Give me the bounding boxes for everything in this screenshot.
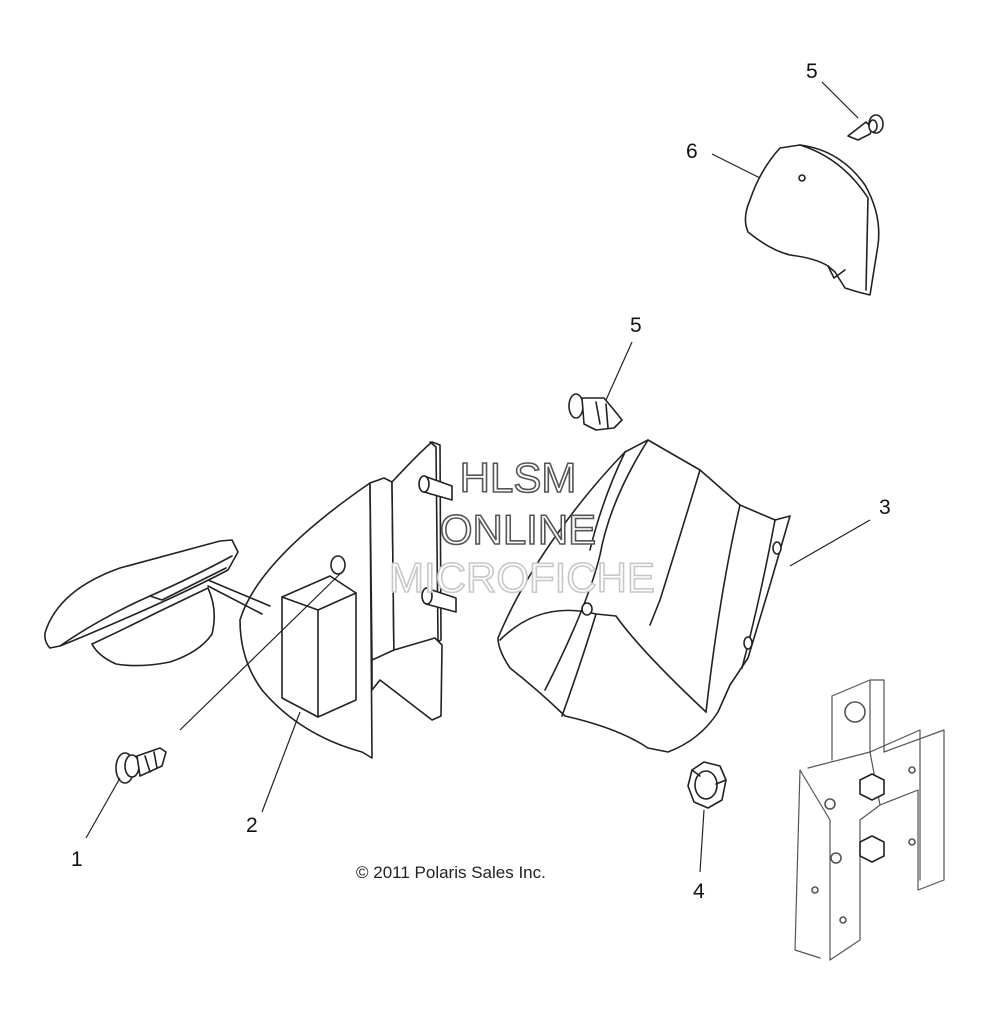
part-5-pin-upper [847,114,884,141]
callout-6: 6 [686,140,698,163]
part-3-shield [497,439,791,753]
part-4-hex-nut [687,761,727,809]
part-6-shield [744,144,880,296]
watermark-line-3: MICROFICHE [389,554,655,601]
frame-bracket [794,679,945,961]
callout-2: 2 [246,814,258,837]
callout-1: 1 [71,848,83,871]
watermark: HLSM ONLINE MICROFICHE [388,453,656,602]
callout-5-middle: 5 [630,314,642,337]
callout-3: 3 [879,496,891,519]
part-2-pedal-assembly [44,441,457,759]
leader-lines [85,81,871,873]
callout-4: 4 [693,880,705,903]
copyright-text: © 2011 Polaris Sales Inc. [356,863,546,882]
part-5-pin-middle [568,393,623,431]
watermark-line-2: ONLINE [440,506,596,553]
part-1-rivet [115,747,167,784]
watermark-line-1: HLSM [460,454,577,501]
callout-5-upper: 5 [806,60,818,83]
